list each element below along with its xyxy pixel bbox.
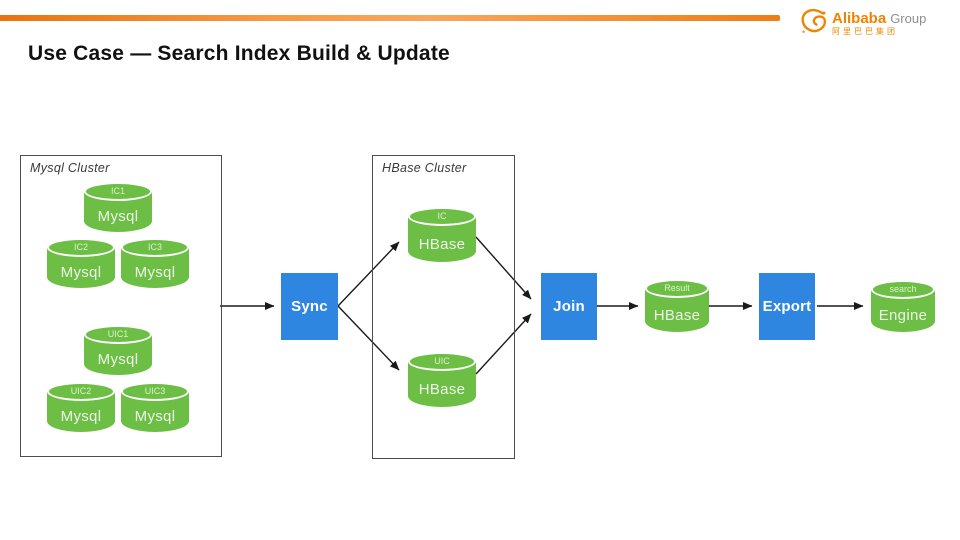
db-mysql-ic1: IC1 Mysql xyxy=(84,182,152,232)
db-name-label: Mysql xyxy=(60,264,102,281)
mysql-cluster-box: Mysql Cluster xyxy=(20,155,222,457)
db-top-label: UIC2 xyxy=(70,386,92,396)
logo-chinese-text: 阿里巴巴集团 xyxy=(832,27,898,36)
db-name-label: Mysql xyxy=(134,264,176,281)
db-top-label: IC2 xyxy=(73,242,88,252)
db-mysql-uic2: UIC2 Mysql xyxy=(47,382,115,432)
db-name-label: HBase xyxy=(418,380,466,398)
db-top-label: IC1 xyxy=(110,186,125,196)
db-top-label: UIC xyxy=(434,356,450,366)
join-box: Join xyxy=(541,273,597,340)
db-name-label: HBase xyxy=(418,235,466,253)
db-mysql-uic1: UIC1 Mysql xyxy=(84,325,152,375)
hbase-cluster-label: HBase Cluster xyxy=(382,161,467,175)
export-box: Export xyxy=(759,273,815,340)
db-mysql-uic3: UIC3 Mysql xyxy=(121,382,189,432)
db-hbase-uic: UIC HBase xyxy=(408,352,476,407)
logo-suffix-text: Group xyxy=(890,11,927,26)
db-top-label: IC3 xyxy=(147,242,162,252)
logo-brand-text: Alibaba xyxy=(832,10,887,27)
db-name-label: Mysql xyxy=(97,351,139,368)
db-name-label: Mysql xyxy=(134,408,176,425)
db-hbase-result: Result HBase xyxy=(645,279,709,332)
db-mysql-ic2: IC2 Mysql xyxy=(47,238,115,288)
sync-box: Sync xyxy=(281,273,338,340)
hbase-cluster-box: HBase Cluster xyxy=(372,155,515,459)
db-hbase-ic: IC HBase xyxy=(408,207,476,262)
db-mysql-ic3: IC3 Mysql xyxy=(121,238,189,288)
db-name-label: Engine xyxy=(878,307,928,324)
db-search-engine: search Engine xyxy=(871,280,935,332)
db-top-label: UIC3 xyxy=(144,386,166,396)
db-name-label: Mysql xyxy=(97,208,139,225)
db-top-label: Result xyxy=(664,283,690,293)
page-title: Use Case — Search Index Build & Update xyxy=(28,42,450,65)
db-name-label: Mysql xyxy=(60,408,102,425)
db-top-label: search xyxy=(889,284,917,294)
db-name-label: HBase xyxy=(653,306,701,324)
db-top-label: IC xyxy=(437,211,447,221)
alibaba-logo: Alibaba Group 阿里巴巴集团 xyxy=(798,5,956,43)
alibaba-face-icon xyxy=(801,9,827,33)
mysql-cluster-label: Mysql Cluster xyxy=(30,161,110,175)
db-top-label: UIC1 xyxy=(107,329,129,339)
header-accent-bar xyxy=(0,15,780,21)
